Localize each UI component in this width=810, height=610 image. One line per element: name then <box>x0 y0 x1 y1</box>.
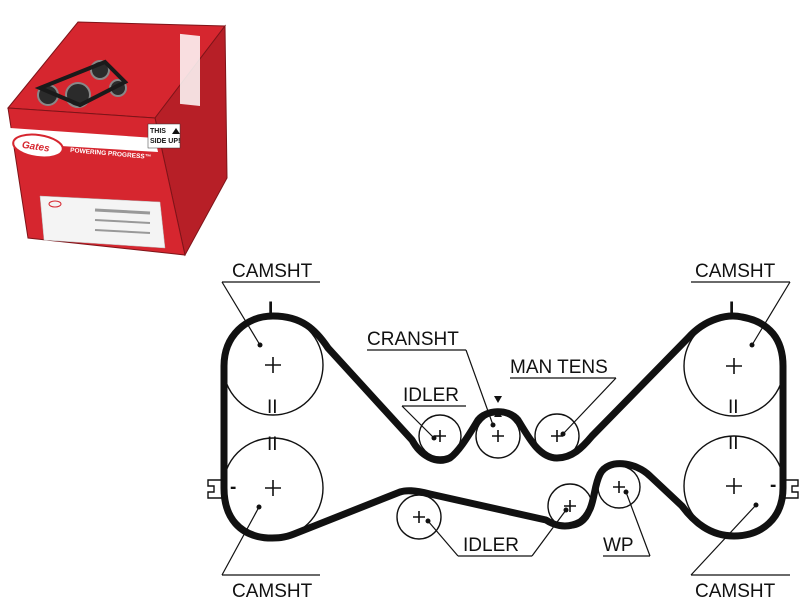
label-idler-top: IDLER <box>403 385 459 406</box>
this-side-up-label: THIS SIDE UP! <box>147 123 180 149</box>
right-belt-tab <box>783 479 799 499</box>
svg-text:SIDE UP!: SIDE UP! <box>150 138 180 145</box>
side-white-strip <box>180 33 200 107</box>
box-barcode-sticker <box>39 195 166 249</box>
center-marks <box>265 357 742 523</box>
timing-mark-bottom-left-minus: - <box>230 477 236 498</box>
timing-mark-top-right-lower: II <box>728 397 739 418</box>
timing-mark-top-left: I <box>268 299 273 320</box>
leader-dots <box>256 342 759 524</box>
left-belt-tab <box>207 479 224 499</box>
label-man-tens: MAN TENS <box>510 357 608 378</box>
timing-mark-top-right: I <box>729 299 734 320</box>
label-cranksht: CRANSHT <box>367 329 459 350</box>
label-camsht-top-right: CAMSHT <box>695 261 776 282</box>
timing-mark-top-left-lower: II <box>267 397 278 418</box>
timing-mark-bottom-right-minus: - <box>770 475 776 496</box>
pulley-picture <box>34 59 129 108</box>
svg-text:Gates: Gates <box>21 140 50 155</box>
crank-mark-icon <box>494 411 502 417</box>
timing-marks: I II II - I II II - <box>230 299 776 498</box>
label-camsht-top-left: CAMSHT <box>232 261 313 282</box>
leader-lines <box>221 281 791 576</box>
timing-mark-bottom-left-upper: II <box>267 434 278 455</box>
timing-belt-diagram <box>207 281 799 576</box>
svg-text:THIS: THIS <box>150 128 166 135</box>
box-white-band <box>10 128 158 152</box>
label-idler-bottom: IDLER <box>463 535 519 556</box>
timing-mark-bottom-right-upper: II <box>728 433 739 454</box>
diagram-labels: CAMSHT CAMSHT CRANSHT IDLER MAN TENS CAM… <box>232 261 776 602</box>
timing-belt <box>220 312 787 542</box>
label-wp: WP <box>603 535 634 556</box>
product-box: Gates POWERING PROGRESS™ THIS SIDE UP! <box>7 21 228 257</box>
label-camsht-bottom-right: CAMSHT <box>695 581 776 602</box>
up-arrow-icon <box>172 128 180 134</box>
crank-pointer-icon <box>494 396 502 403</box>
label-camsht-bottom-left: CAMSHT <box>232 581 313 602</box>
gates-logo: Gates <box>12 133 64 159</box>
